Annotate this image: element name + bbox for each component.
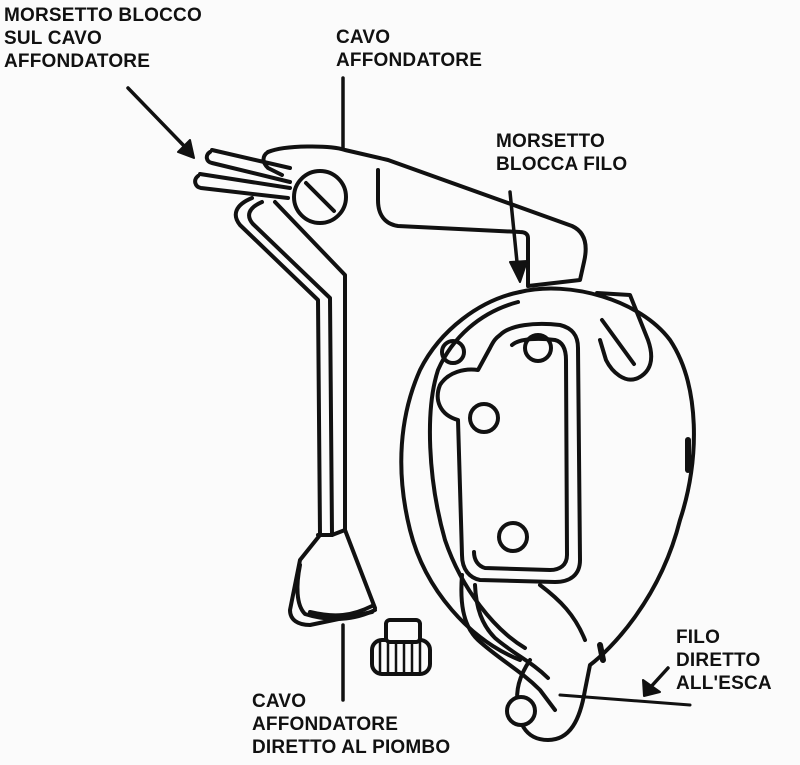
label-cavo-affondatore-piombo: CAVO AFFONDATORE DIRETTO AL PIOMBO: [252, 691, 451, 758]
plate-holes: [440, 333, 553, 553]
fishing-line: [558, 693, 692, 707]
label-morsetto-blocca-filo: MORSETTO BLOCCA FILO: [496, 131, 628, 175]
arrow-filo-esca: [642, 666, 670, 697]
shading-marks: [597, 437, 691, 663]
arrow-morsetto-cavo: [126, 86, 195, 159]
arrow-morsetto-filo: [508, 190, 528, 283]
bracket-screw: [292, 169, 348, 225]
clip-inner-plate: [435, 321, 582, 584]
label-cavo-affondatore: CAVO AFFONDATORE: [336, 27, 483, 71]
arm-foot: [295, 563, 377, 621]
knurled-thumb-screw: [370, 618, 432, 676]
label-morsetto-blocco-cavo: MORSETTO BLOCCO SUL CAVO AFFONDATORE: [4, 5, 202, 72]
release-lever: [459, 573, 587, 712]
lever-ball-end: [505, 695, 537, 727]
label-filo-diretto-esca: FILO DIRETTO ALL'ESCA: [676, 627, 772, 694]
main-arm: [233, 196, 377, 627]
cable-clamp-ends: [193, 148, 292, 200]
